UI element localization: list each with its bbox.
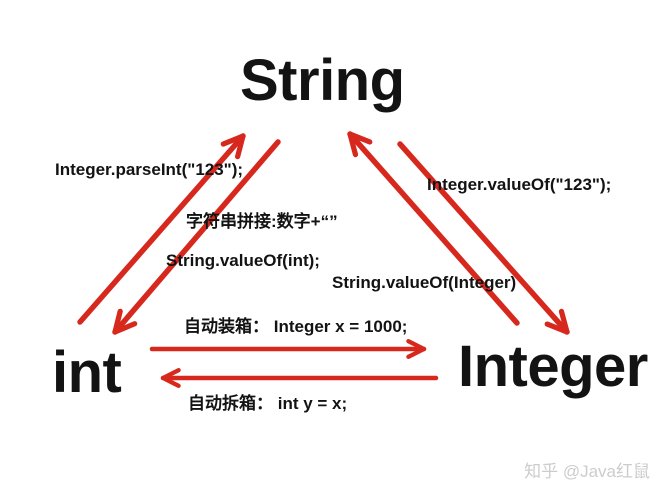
label-string-to-int-parseint: Integer.parseInt("123");: [55, 160, 244, 179]
node-int: int: [52, 340, 122, 405]
label-unboxing: 自动拆箱： int y = x;: [188, 394, 348, 413]
label-integer-to-string-valueof: String.valueOf(Integer): [332, 273, 517, 292]
arrow-int-to-string: [77, 133, 246, 325]
label-int-to-string-valueof: String.valueOf(int);: [166, 251, 320, 270]
node-string: String: [240, 48, 405, 113]
node-integer: Integer: [458, 334, 648, 399]
watermark: 知乎 @Java红鼠: [524, 462, 650, 481]
label-autoboxing: 自动装箱： Integer x = 1000;: [184, 317, 408, 336]
label-int-to-string-concat: 字符串拼接:数字+“”: [186, 212, 338, 231]
arrow-integer-to-string: [347, 131, 520, 326]
label-string-to-integer-valueof: Integer.valueOf("123");: [427, 175, 612, 194]
arrow-string-to-integer: [397, 141, 570, 335]
arrow-string-to-int: [112, 139, 281, 335]
